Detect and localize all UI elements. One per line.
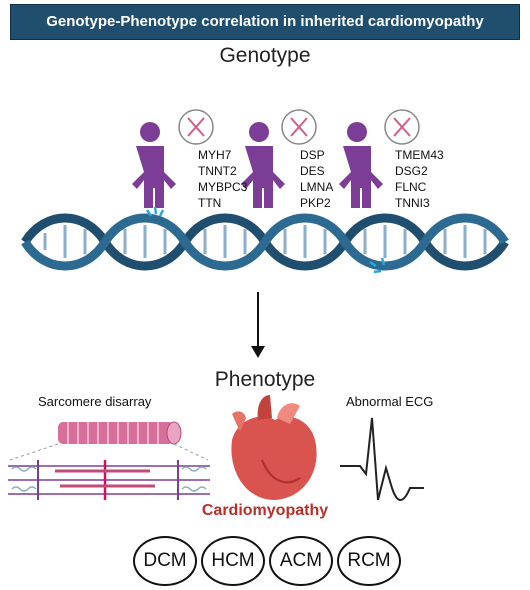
type-circle-dcm: DCM	[133, 536, 197, 586]
gene-label: DSG2	[395, 164, 428, 178]
person-icon	[339, 122, 383, 208]
gene-label: TNNI3	[395, 196, 430, 210]
ecg-label: Abnormal ECG	[346, 394, 434, 409]
gene-label: TTN	[198, 196, 222, 210]
gene-label: DES	[300, 164, 325, 178]
type-circle-rcm: RCM	[337, 536, 401, 586]
title-banner: Genotype-Phenotype correlation in inheri…	[10, 4, 520, 40]
person-icon	[241, 122, 285, 208]
sarcomere-icon	[8, 460, 210, 500]
dna-helix-icon	[21, 213, 509, 271]
sarcomere-label: Sarcomere disarray	[38, 394, 152, 409]
arrow-down-icon	[251, 292, 265, 358]
type-circle-acm: ACM	[269, 536, 333, 586]
heart-icon	[231, 395, 317, 500]
gene-label: PKP2	[300, 196, 331, 210]
gene-label: TNNT2	[198, 164, 237, 178]
genotype-heading: Genotype	[219, 44, 311, 67]
person-icon	[132, 122, 176, 208]
gene-label: DSP	[300, 148, 325, 162]
gene-label: LMNA	[300, 180, 334, 194]
gene-list-group-1: MYH7 TNNT2 MYBPC3 TTN	[198, 147, 247, 211]
gene-label: MYBPC3	[198, 180, 248, 194]
dna-bubble-icon	[384, 109, 420, 145]
cardiomyopathy-label: Cardiomyopathy	[201, 502, 329, 519]
gene-label: TMEM43	[395, 148, 444, 162]
gene-list-group-2: DSP DES LMNA PKP2	[300, 147, 333, 211]
muscle-fiber-icon	[9, 421, 209, 461]
mutation-mark-icon	[145, 206, 386, 274]
gene-label: FLNC	[395, 180, 427, 194]
ecg-wave-icon	[340, 417, 424, 501]
gene-list-group-3: TMEM43 DSG2 FLNC TNNI3	[395, 147, 444, 211]
type-circle-hcm: HCM	[201, 536, 265, 586]
dna-bubble-icon	[178, 109, 214, 145]
dna-bubble-icon	[281, 109, 317, 145]
gene-label: MYH7	[198, 148, 232, 162]
phenotype-heading: Phenotype	[214, 368, 316, 391]
